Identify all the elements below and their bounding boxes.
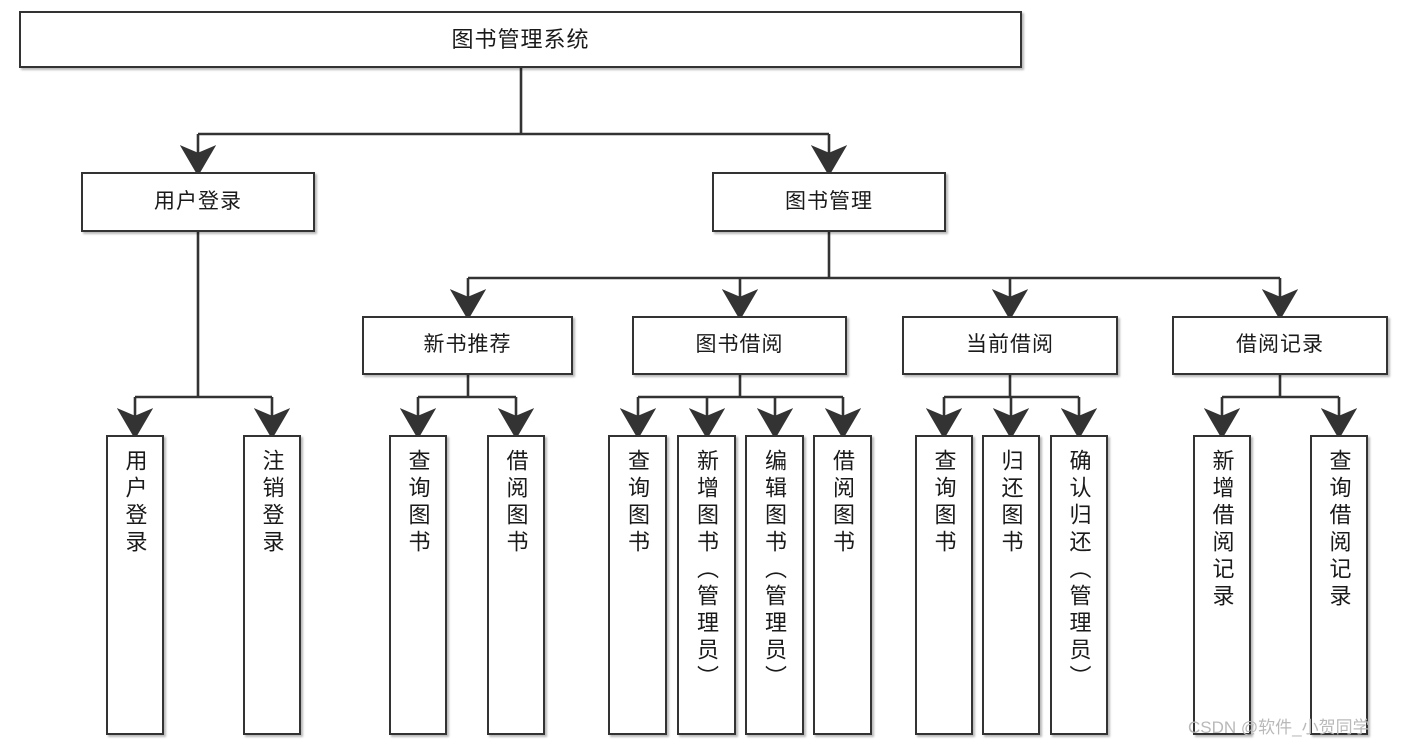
node-label: 查询图书 — [625, 449, 651, 557]
node-label: 图书管理 — [785, 189, 873, 213]
node-leaf-borrow-book-2[interactable]: 借阅图书 — [813, 435, 872, 735]
node-leaf-user-login[interactable]: 用户登录 — [106, 435, 164, 735]
node-label: 查询借阅记录 — [1326, 449, 1352, 611]
node-label: 归还图书 — [998, 449, 1024, 557]
node-label: 新书推荐 — [423, 333, 512, 357]
node-label: 图书借阅 — [695, 333, 784, 357]
node-leaf-query-book-3[interactable]: 查询图书 — [915, 435, 973, 735]
node-label: 新增图书（管理员） — [694, 449, 720, 692]
node-leaf-query-book-1[interactable]: 查询图书 — [389, 435, 447, 735]
node-label: 查询图书 — [931, 449, 957, 557]
node-leaf-add-book[interactable]: 新增图书（管理员） — [677, 435, 736, 735]
node-label: 借阅记录 — [1236, 333, 1324, 357]
node-leaf-edit-book[interactable]: 编辑图书（管理员） — [745, 435, 804, 735]
node-label: 查询图书 — [405, 449, 431, 557]
node-label: 用户登录 — [154, 189, 242, 213]
node-user-login[interactable]: 用户登录 — [81, 172, 315, 232]
node-current-borrow[interactable]: 当前借阅 — [902, 316, 1118, 375]
node-label: 注销登录 — [259, 449, 285, 557]
node-book-borrow[interactable]: 图书借阅 — [632, 316, 847, 375]
node-book-manage[interactable]: 图书管理 — [712, 172, 946, 232]
node-label: 借阅图书 — [830, 449, 856, 557]
node-label: 编辑图书（管理员） — [762, 449, 788, 692]
node-leaf-user-logout[interactable]: 注销登录 — [243, 435, 301, 735]
node-root[interactable]: 图书管理系统 — [19, 11, 1022, 68]
node-leaf-query-record[interactable]: 查询借阅记录 — [1310, 435, 1368, 735]
node-label: 用户登录 — [122, 449, 148, 557]
node-label: 确认归还（管理员） — [1066, 449, 1092, 692]
node-borrow-record[interactable]: 借阅记录 — [1172, 316, 1388, 375]
node-leaf-confirm-return[interactable]: 确认归还（管理员） — [1050, 435, 1108, 735]
node-leaf-borrow-book-1[interactable]: 借阅图书 — [487, 435, 545, 735]
node-label: 当前借阅 — [966, 333, 1054, 357]
node-leaf-return-book[interactable]: 归还图书 — [982, 435, 1040, 735]
node-label: 新增借阅记录 — [1209, 449, 1235, 611]
node-leaf-add-record[interactable]: 新增借阅记录 — [1193, 435, 1251, 735]
node-leaf-query-book-2[interactable]: 查询图书 — [608, 435, 667, 735]
node-label: 借阅图书 — [503, 449, 529, 557]
node-label: 图书管理系统 — [451, 26, 590, 52]
watermark: CSDN @软件_小贺同学 — [1188, 718, 1370, 737]
node-new-book-rec[interactable]: 新书推荐 — [362, 316, 573, 375]
